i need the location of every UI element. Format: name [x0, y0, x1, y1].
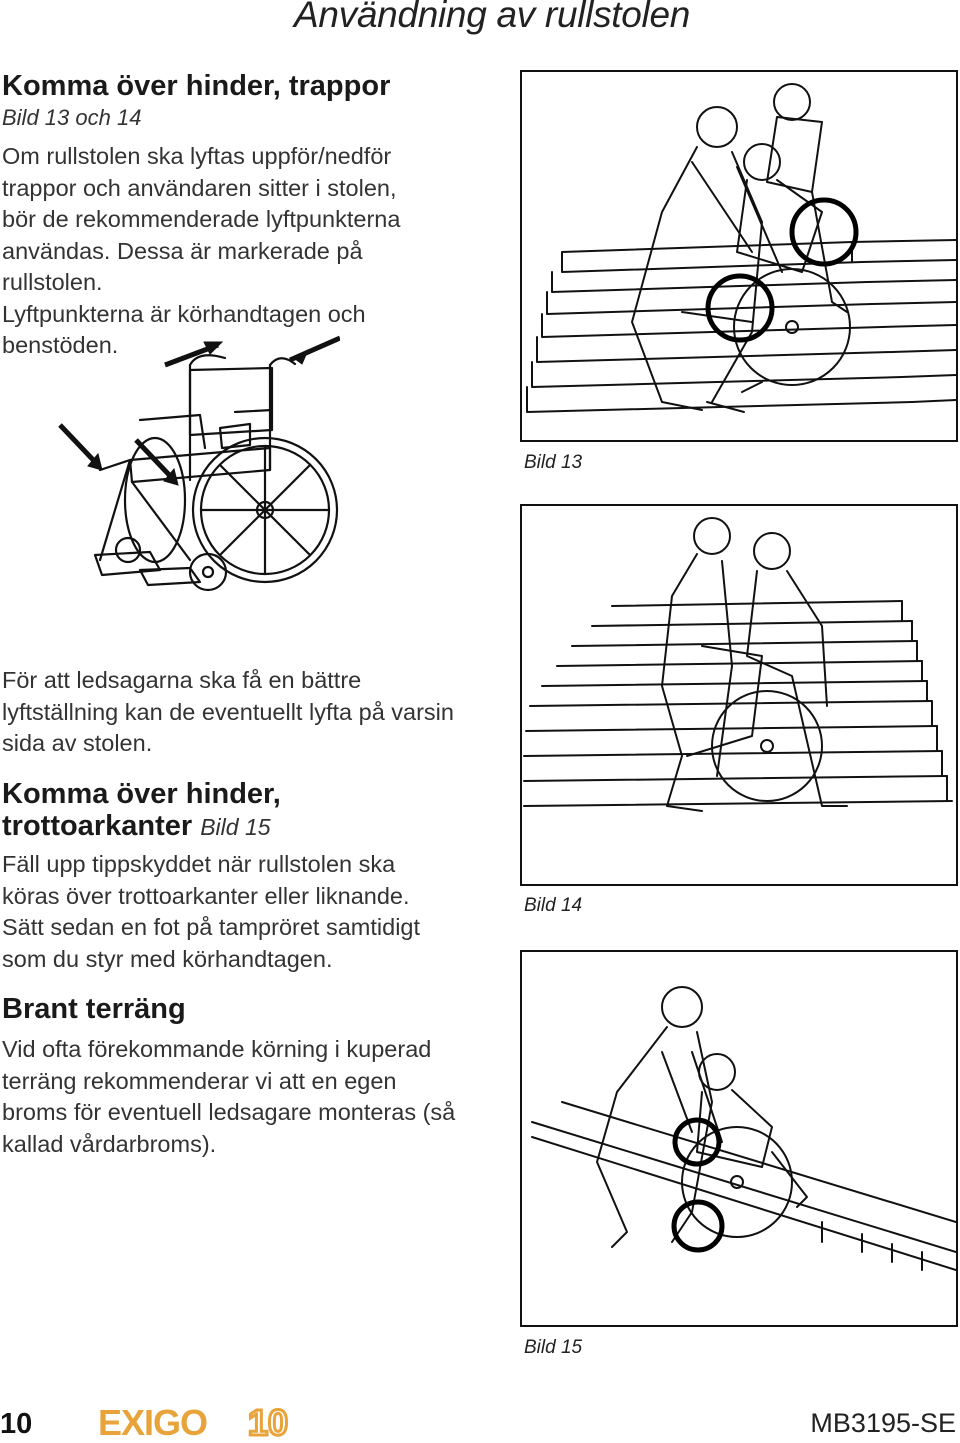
- curb-crossing-illustration: [531, 986, 956, 1271]
- stairs-paragraph: Om rullstolen ska lyftas uppför/nedför t…: [2, 141, 400, 362]
- lift-point-circle: [671, 1199, 725, 1253]
- text-line: trappor och användaren sitter i stolen,: [2, 174, 397, 201]
- text-line: benstöden.: [2, 332, 119, 358]
- figure-bild-13: [520, 70, 958, 442]
- section-heading-stairs: Komma över hinder, trappor: [2, 70, 391, 102]
- figure-bild-15: [520, 950, 958, 1327]
- caption-bild-14: Bild 14: [524, 895, 583, 916]
- wheelchair-lift-points-illustration: [58, 335, 340, 592]
- caption-bild-15: Bild 15: [524, 1337, 583, 1358]
- text-line: kallad vårdarbroms).: [2, 1130, 217, 1157]
- section-heading-terrain: Brant terräng: [2, 993, 186, 1025]
- stairs-lift-illustration: [526, 83, 956, 413]
- curbs-paragraph: Fäll upp tippskyddet när rullstolen ska …: [2, 849, 420, 975]
- stairs-two-helpers-illustration: [523, 517, 953, 812]
- heading-line: Komma över hinder,: [2, 778, 281, 810]
- text-line: För att ledsagarna ska få en bättre: [2, 667, 362, 693]
- heading-word: trottoarkanter: [2, 810, 193, 842]
- text-line: Fäll upp tippskyddet när rullstolen ska: [2, 851, 396, 877]
- section-ref-curbs: Bild 15: [200, 814, 271, 840]
- page-header-title: Användning av rullstolen: [294, 0, 690, 35]
- text-line: bör de rekommenderade lyftpunkterna: [2, 206, 401, 232]
- logo-wordmark: EXIGO: [98, 1402, 207, 1442]
- text-line: Lyftpunkterna är körhandtagen och: [2, 300, 366, 327]
- text-line: lyftställning kan de eventuellt lyfta på…: [2, 698, 454, 725]
- text-line: terräng rekommenderar vi att en egen: [2, 1067, 397, 1094]
- page-number: 10: [0, 1408, 33, 1440]
- lift-point-circle: [789, 197, 859, 267]
- heading-line: trottoarkanter Bild 15: [2, 810, 281, 842]
- document-code: MB3195-SE: [810, 1408, 956, 1438]
- text-line: Om rullstolen ska lyftas uppför/nedför: [2, 143, 392, 169]
- section-heading-curbs: Komma över hinder, trottoarkanter Bild 1…: [2, 778, 281, 842]
- caption-bild-13: Bild 13: [524, 452, 583, 473]
- logo-model-number: 10: [248, 1402, 288, 1442]
- text-line: som du styr med körhandtagen.: [2, 945, 333, 972]
- text-line: broms för eventuell ledsagare monteras (…: [2, 1099, 456, 1125]
- lift-point-circle: [705, 273, 775, 343]
- text-line: användas. Dessa är markerade på: [2, 237, 363, 264]
- lift-point-circle: [672, 1117, 722, 1167]
- section-ref-stairs: Bild 13 och 14: [2, 105, 142, 130]
- text-line: köras över trottoarkanter eller liknande…: [2, 882, 410, 909]
- figure-bild-14: [520, 504, 958, 886]
- text-line: rullstolen.: [2, 269, 103, 295]
- text-line: Vid ofta förekommande körning i kuperad: [2, 1036, 432, 1062]
- text-line: Sätt sedan en fot på tampröret samtidigt: [2, 914, 421, 940]
- text-line: sida av stolen.: [2, 730, 153, 756]
- exigo-logo: EXIGO 10: [98, 1402, 290, 1442]
- terrain-paragraph: Vid ofta förekommande körning i kuperad …: [2, 1034, 455, 1160]
- helpers-paragraph: För att ledsagarna ska få en bättre lyft…: [2, 665, 454, 760]
